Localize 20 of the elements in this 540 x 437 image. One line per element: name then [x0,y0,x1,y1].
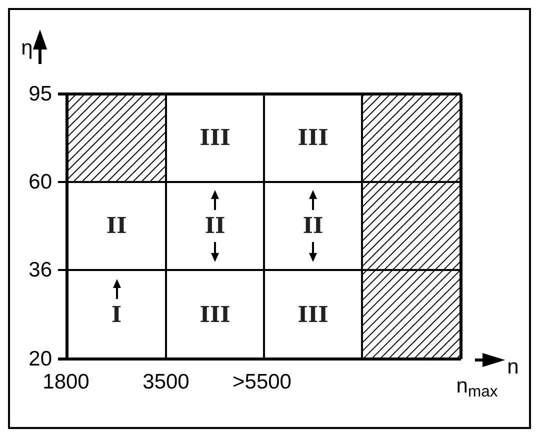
tick-label: 60 [28,172,52,192]
hatched-area [67,94,166,182]
axis-label: η [21,38,33,58]
roman-numeral: I [111,304,122,326]
tick-label: 20 [28,348,52,370]
roman-numeral: III [200,304,230,326]
tick-label: n$_{max}$ [456,376,498,396]
tick-label: 1800 [42,372,90,392]
tick-label: 95 [28,84,52,104]
hatched-area [362,94,461,359]
tick-label: 36 [28,260,52,280]
roman-numeral: III [298,127,328,149]
roman-numeral: III [200,127,230,149]
roman-numeral: III [298,304,328,326]
tick-label: >5500 [232,372,292,392]
roman-numeral: II [106,215,127,237]
tick-label: 3500 [142,372,190,392]
axis-label: n [507,356,519,378]
roman-numeral: II [302,215,324,237]
roman-numeral: II [204,215,226,237]
